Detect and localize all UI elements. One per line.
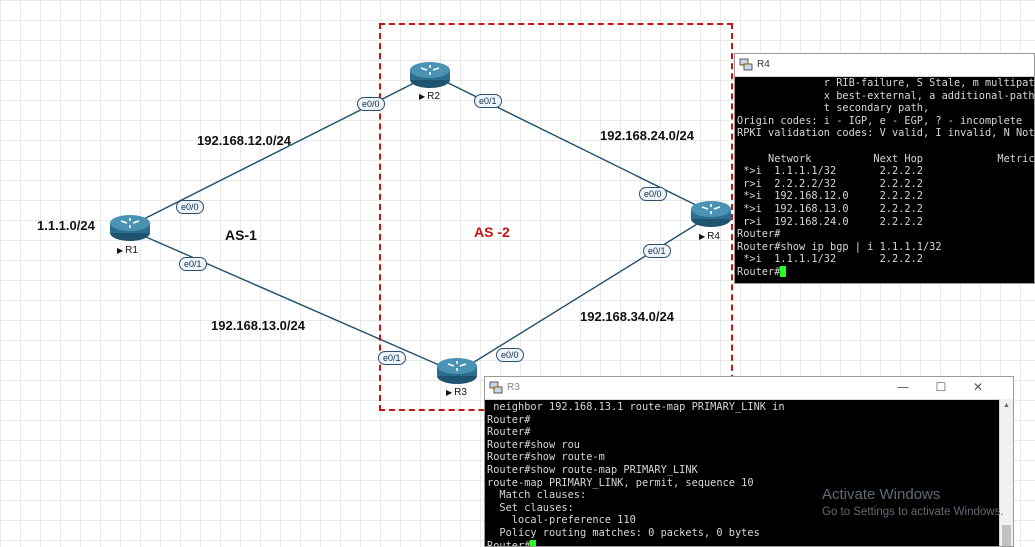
putty-app-icon bbox=[739, 58, 753, 71]
as2-label: AS -2 bbox=[474, 224, 510, 240]
terminal-line: Policy routing matches: 0 packets, 0 byt… bbox=[487, 526, 760, 539]
activate-windows-subtitle: Go to Settings to activate Windows. bbox=[822, 506, 1004, 518]
terminal-cursor bbox=[530, 539, 537, 546]
iface-r2-e00: e0/0 bbox=[357, 97, 385, 111]
network-label-r2-r4: 192.168.24.0/24 bbox=[600, 128, 694, 143]
terminal-line: r>i 192.168.24.0 2.2.2.2 bbox=[737, 215, 923, 228]
terminal-prompt-line[interactable]: Router# bbox=[737, 265, 1034, 279]
terminal-window-r3[interactable]: R3 — ☐ ✕ neighbor 192.168.13.1 route-map… bbox=[484, 376, 1014, 547]
close-button[interactable]: ✕ bbox=[972, 380, 984, 394]
terminal-line: t secondary path, bbox=[737, 102, 930, 115]
scroll-up-arrow-icon[interactable]: ▲ bbox=[1003, 402, 1010, 409]
terminal-line: Set clauses: bbox=[487, 501, 574, 514]
terminal-line: Router# bbox=[737, 228, 781, 241]
terminal-line: Network Next Hop Metric bbox=[737, 152, 1035, 165]
maximize-button[interactable]: ☐ bbox=[935, 380, 947, 394]
iface-r4-e01: e0/1 bbox=[643, 244, 671, 258]
terminal-line: r RIB-failure, S Stale, m multipath bbox=[737, 77, 1035, 89]
terminal-scrollbar-r3[interactable]: ▲ bbox=[999, 399, 1013, 546]
putty-app-icon bbox=[489, 381, 503, 394]
router-label-r4: ▶R4 bbox=[699, 231, 720, 242]
network-label-r1-loopback: 1.1.1.0/24 bbox=[37, 218, 95, 233]
terminal-line: *>i 1.1.1.1/32 2.2.2.2 bbox=[737, 165, 923, 178]
terminal-line: neighbor 192.168.13.1 route-map PRIMARY_… bbox=[487, 401, 785, 413]
iface-r2-e01: e0/1 bbox=[474, 94, 502, 108]
terminal-line bbox=[737, 140, 1034, 153]
activate-windows-watermark: Activate Windows Go to Settings to activ… bbox=[822, 486, 1004, 520]
router-icon[interactable] bbox=[108, 213, 152, 243]
terminal-line: Router#show route-m bbox=[487, 451, 605, 464]
iface-r3-e01: e0/1 bbox=[378, 351, 406, 365]
terminal-window-r4[interactable]: R4 r RIB-failure, S Stale, m multipath x… bbox=[734, 53, 1035, 284]
terminal-line: *>i 192.168.12.0 2.2.2.2 bbox=[737, 190, 923, 203]
terminal-line: local-preference 110 bbox=[487, 514, 636, 527]
link-r3-r4 bbox=[457, 215, 711, 373]
terminal-line: *>i 192.168.13.0 2.2.2.2 bbox=[737, 202, 923, 215]
terminal-title-r3: R3 bbox=[507, 382, 520, 393]
network-label-r1-r3: 192.168.13.0/24 bbox=[211, 318, 305, 333]
terminal-output-r3[interactable]: neighbor 192.168.13.1 route-map PRIMARY_… bbox=[485, 401, 1000, 546]
iface-r1-e00: e0/0 bbox=[176, 200, 204, 214]
terminal-line: Router#show ip bgp | i 1.1.1.1/32 bbox=[737, 240, 942, 253]
network-label-r1-r2: 192.168.12.0/24 bbox=[197, 133, 291, 148]
terminal-line: Match clauses: bbox=[487, 489, 587, 502]
terminal-prompt-line[interactable]: Router# bbox=[487, 539, 1000, 547]
router-label-r2: ▶R2 bbox=[419, 91, 440, 102]
terminal-line: Origin codes: i - IGP, e - EGP, ? - inco… bbox=[737, 114, 1023, 127]
router-label-r1: ▶R1 bbox=[117, 245, 138, 256]
link-r1-r3 bbox=[129, 229, 456, 373]
network-label-r3-r4: 192.168.34.0/24 bbox=[580, 309, 674, 324]
terminal-prompt: Router# bbox=[737, 265, 781, 278]
minimize-button[interactable]: — bbox=[897, 380, 909, 394]
iface-r1-e01: e0/1 bbox=[179, 257, 207, 271]
terminal-line: x best-external, a additional-path bbox=[737, 89, 1035, 102]
activate-windows-title: Activate Windows bbox=[822, 486, 941, 503]
router-icon[interactable] bbox=[408, 60, 452, 90]
as1-label: AS-1 bbox=[225, 227, 257, 243]
iface-r4-e00: e0/0 bbox=[639, 187, 667, 201]
terminal-prompt: Router# bbox=[487, 539, 531, 547]
terminal-output-r4[interactable]: r RIB-failure, S Stale, m multipath x be… bbox=[735, 77, 1034, 283]
iface-r3-e00: e0/0 bbox=[496, 348, 524, 362]
terminal-line: Router#show route-map PRIMARY_LINK bbox=[487, 463, 698, 476]
router-label-r3: ▶R3 bbox=[446, 387, 467, 398]
router-icon[interactable] bbox=[689, 199, 733, 229]
terminal-line: *>i 1.1.1.1/32 2.2.2.2 bbox=[737, 253, 923, 266]
router-icon[interactable] bbox=[435, 356, 479, 386]
terminal-cursor bbox=[780, 265, 787, 277]
scroll-thumb[interactable] bbox=[1002, 525, 1011, 546]
terminal-title-r4: R4 bbox=[757, 59, 770, 70]
terminal-line: Router# bbox=[487, 426, 531, 439]
terminal-line: r>i 2.2.2.2/32 2.2.2.2 bbox=[737, 177, 923, 190]
terminal-line: Router#show rou bbox=[487, 438, 580, 451]
terminal-line: RPKI validation codes: V valid, I invali… bbox=[737, 127, 1035, 140]
terminal-titlebar-r3[interactable]: R3 — ☐ ✕ bbox=[485, 377, 1013, 400]
terminal-titlebar-r4[interactable]: R4 bbox=[735, 54, 1034, 77]
terminal-line: route-map PRIMARY_LINK, permit, sequence… bbox=[487, 476, 754, 489]
terminal-line: Router# bbox=[487, 413, 531, 426]
